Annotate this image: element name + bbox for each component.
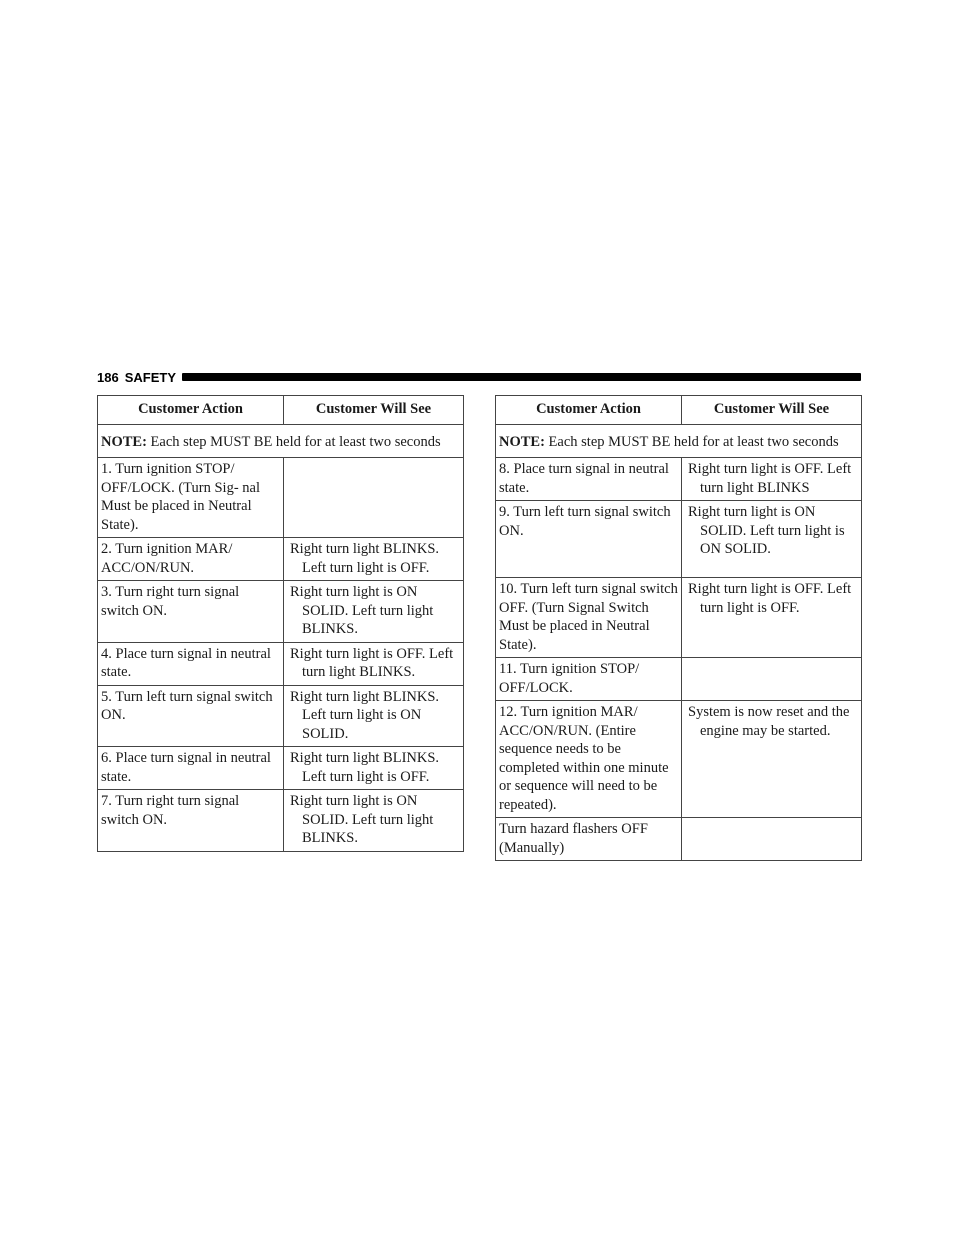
result-cell: Right turn light BLINKS. Left turn light…: [283, 746, 464, 790]
table-row: 12. Turn ignition MAR/ ACC/ON/RUN. (Enti…: [495, 700, 862, 818]
note-cell: NOTE: Each step MUST BE held for at leas…: [495, 423, 862, 458]
table-row: 11. Turn ignition STOP/ OFF/LOCK.: [495, 657, 862, 701]
action-cell: 2. Turn ignition MAR/ ACC/ON/RUN.: [97, 537, 284, 581]
table-row: 1. Turn ignition STOP/ OFF/LOCK. (Turn S…: [97, 457, 464, 538]
table-row: 10. Turn left turn signal switch OFF. (T…: [495, 577, 862, 658]
result-cell: Right turn light BLINKS. Left turn light…: [283, 537, 464, 581]
result-cell: Right turn light is ON SOLID. Left turn …: [283, 580, 464, 643]
result-cell: [681, 657, 862, 701]
action-cell: 12. Turn ignition MAR/ ACC/ON/RUN. (Enti…: [495, 700, 682, 818]
action-cell: 5. Turn left turn signal switch ON.: [97, 684, 284, 747]
action-cell: 7. Turn right turn signal switch ON.: [97, 789, 284, 852]
table-row: 5. Turn left turn signal switch ON. Righ…: [97, 684, 464, 747]
action-cell: 4. Place turn signal in neutral state.: [97, 641, 284, 686]
table-row: 9. Turn left turn signal switch ON. Righ…: [495, 500, 862, 578]
header-customer-action: Customer Action: [495, 395, 682, 425]
table-row: 4. Place turn signal in neutral state. R…: [97, 641, 464, 686]
header-customer-will-see: Customer Will See: [681, 395, 862, 425]
note-label: NOTE:: [101, 433, 147, 450]
table-row: 2. Turn ignition MAR/ ACC/ON/RUN. Right …: [97, 537, 464, 581]
header-rule: [182, 373, 861, 381]
result-cell: [283, 457, 464, 538]
note-text: Each step MUST BE held for at least two …: [146, 433, 441, 450]
header-customer-will-see: Customer Will See: [283, 395, 464, 425]
table-row: 6. Place turn signal in neutral state. R…: [97, 746, 464, 790]
table-header-row: Customer Action Customer Will See: [97, 395, 464, 425]
table-row: 7. Turn right turn signal switch ON. Rig…: [97, 789, 464, 852]
reset-procedure-table-left: Customer Action Customer Will See NOTE: …: [97, 395, 464, 852]
header-customer-action: Customer Action: [97, 395, 284, 425]
result-cell: Right turn light is ON SOLID. Left turn …: [681, 500, 862, 578]
result-cell: Right turn light is OFF. Left turn light…: [681, 457, 862, 501]
action-cell: 11. Turn ignition STOP/ OFF/LOCK.: [495, 657, 682, 701]
table-row: 3. Turn right turn signal switch ON. Rig…: [97, 580, 464, 643]
result-cell: Right turn light is ON SOLID. Left turn …: [283, 789, 464, 852]
table-row: Turn hazard flashers OFF (Manually): [495, 817, 862, 861]
result-cell: Right turn light is OFF. Left turn light…: [681, 577, 862, 658]
result-cell: Right turn light is OFF. Left turn light…: [283, 641, 464, 686]
note-cell: NOTE: Each step MUST BE held for at leas…: [97, 423, 464, 458]
result-cell: [681, 817, 862, 861]
note-label: NOTE:: [499, 433, 545, 450]
action-cell: 8. Place turn signal in neutral state.: [495, 457, 682, 501]
page-number: 186: [97, 369, 119, 385]
note-row: NOTE: Each step MUST BE held for at leas…: [495, 423, 862, 458]
reset-procedure-table-right: Customer Action Customer Will See NOTE: …: [495, 395, 862, 861]
page-header: 186 SAFETY: [97, 368, 861, 386]
note-row: NOTE: Each step MUST BE held for at leas…: [97, 423, 464, 458]
table-row: 8. Place turn signal in neutral state. R…: [495, 457, 862, 501]
result-cell: System is now reset and the engine may b…: [681, 700, 862, 818]
action-cell: 1. Turn ignition STOP/ OFF/LOCK. (Turn S…: [97, 457, 284, 538]
note-text: Each step MUST BE held for at least two …: [544, 433, 839, 450]
action-cell: 6. Place turn signal in neutral state.: [97, 746, 284, 790]
section-title: SAFETY: [124, 369, 176, 385]
action-cell: 10. Turn left turn signal switch OFF. (T…: [495, 577, 682, 658]
table-header-row: Customer Action Customer Will See: [495, 395, 862, 425]
action-cell: 9. Turn left turn signal switch ON.: [495, 500, 682, 578]
action-cell: Turn hazard flashers OFF (Manually): [495, 817, 682, 861]
result-cell: Right turn light BLINKS. Left turn light…: [283, 684, 464, 747]
action-cell: 3. Turn right turn signal switch ON.: [97, 580, 284, 643]
